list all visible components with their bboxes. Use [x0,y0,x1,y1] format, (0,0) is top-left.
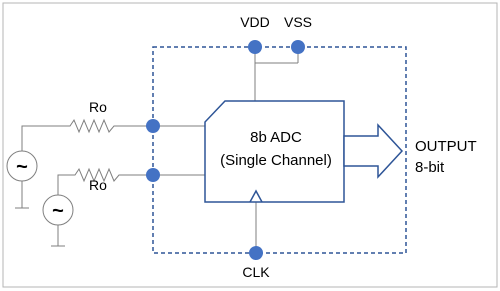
resistor-top [21,118,153,151]
resistor-bottom-label: Ro [89,177,107,193]
vss-label: VSS [284,14,312,30]
adc-subtitle: (Single Channel) [220,152,332,169]
clock-input-triangle [249,189,263,203]
clk-pin [249,246,263,260]
vdd-label: VDD [240,14,270,30]
vss-pin [291,40,305,54]
ac-voltage-source-icon: ~ [6,150,38,182]
resistor-bottom [57,167,153,195]
ac-voltage-source-icon: ~ [42,194,74,226]
adc-title: 8b ADC [250,129,302,146]
clk-label: CLK [242,264,270,280]
output-bits-label: 8-bit [415,159,445,176]
svg-text:~: ~ [52,200,64,222]
output-label: OUTPUT [415,138,477,155]
resistor-top-label: Ro [89,99,107,115]
chip-boundary [152,46,407,254]
output-arrow [343,123,404,179]
vdd-pin [248,40,262,54]
adc-block [204,100,345,203]
svg-text:~: ~ [16,156,28,178]
input-pin-bottom [146,168,160,182]
outer-frame [2,2,498,288]
input-pin-top [146,119,160,133]
